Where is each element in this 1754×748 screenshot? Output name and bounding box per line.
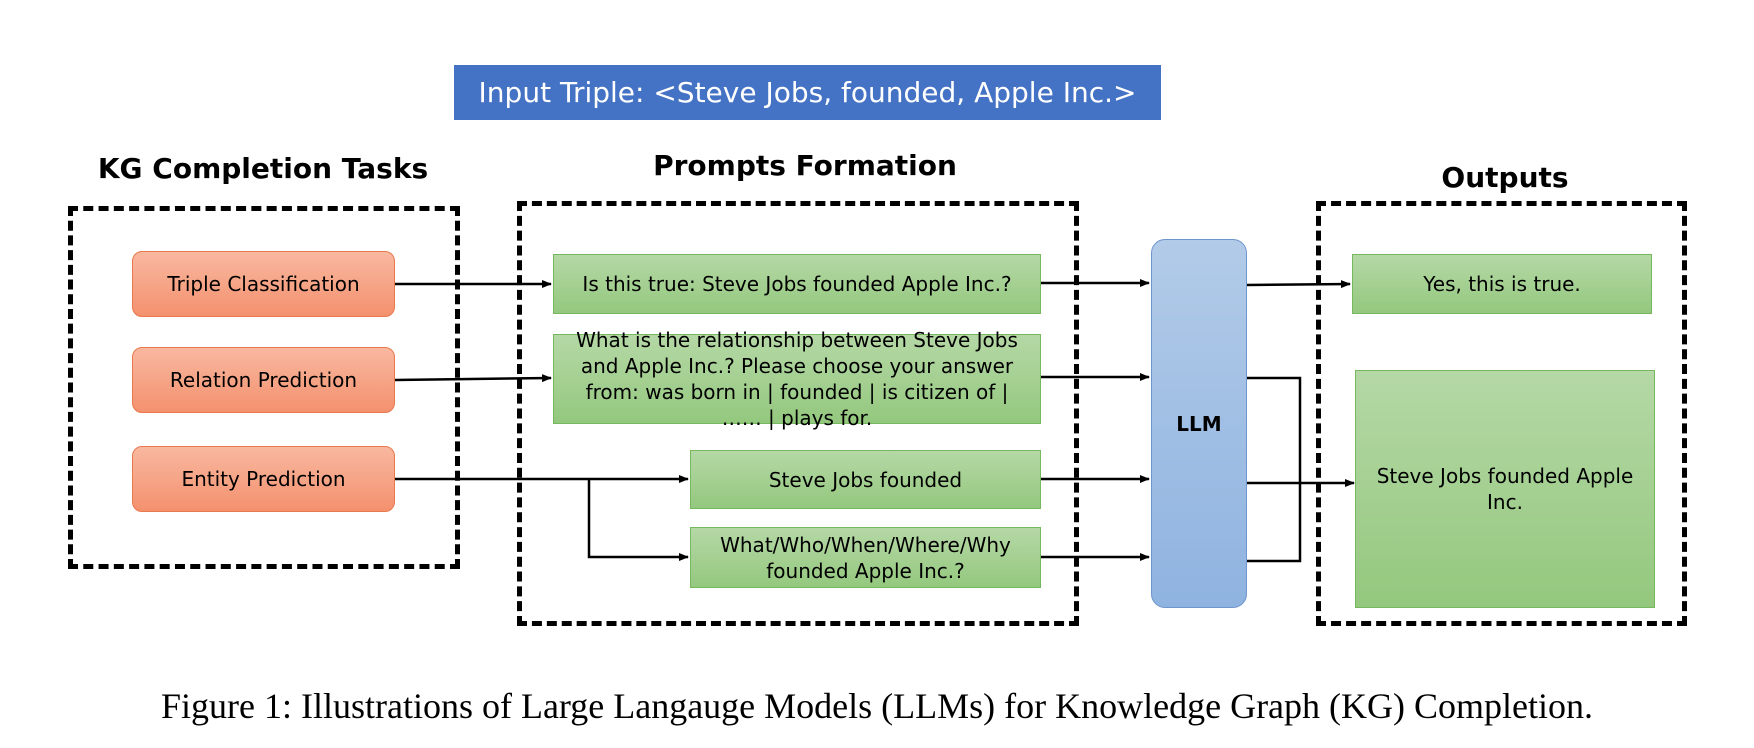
arrow-entity-branch — [587, 479, 689, 561]
prompt-text: What is the relationship between Steve J… — [576, 328, 1018, 430]
prompts-formation-title: Prompts Formation — [653, 149, 957, 182]
prompt-text: Is this true: Steve Jobs founded Apple I… — [582, 272, 1012, 296]
prompt-triple-classification: Is this true: Steve Jobs founded Apple I… — [553, 254, 1041, 314]
task-label: Relation Prediction — [169, 368, 358, 392]
arrow-relation-to-prompt — [394, 374, 552, 383]
arrow-llm-relation-line — [1247, 376, 1302, 483]
prompt-text: Steve Jobs founded — [768, 467, 963, 492]
output-text: Steve Jobs founded Apple Inc. — [1376, 464, 1634, 514]
llm-block: LLM — [1151, 239, 1247, 608]
task-entity-prediction: Entity Prediction — [132, 446, 395, 512]
arrow-llm-to-output1 — [1246, 280, 1351, 289]
prompt-entity-completion: Steve Jobs founded — [690, 450, 1041, 509]
outputs-group-box — [1316, 201, 1687, 626]
tasks-group-box — [68, 206, 460, 569]
input-triple-text: Input Triple: <Steve Jobs, founded, Appl… — [478, 76, 1137, 109]
input-triple-banner: Input Triple: <Steve Jobs, founded, Appl… — [454, 65, 1161, 120]
task-label: Entity Prediction — [181, 467, 346, 491]
outputs-title: Outputs — [1441, 161, 1569, 194]
arrow-llm-entity-line — [1247, 483, 1302, 563]
task-triple-classification: Triple Classification — [132, 251, 395, 317]
figure-caption: Figure 1: Illustrations of Large Langaug… — [160, 686, 1594, 726]
prompts-group-box — [517, 201, 1079, 626]
task-label: Triple Classification — [167, 272, 360, 296]
output-text: Yes, this is true. — [1423, 272, 1581, 296]
output-entity-relation: Steve Jobs founded Apple Inc. — [1355, 370, 1655, 608]
output-triple-classification: Yes, this is true. — [1352, 254, 1652, 314]
prompt-relation-prediction: What is the relationship between Steve J… — [553, 328, 1041, 430]
kg-tasks-title: KG Completion Tasks — [97, 152, 429, 185]
task-relation-prediction: Relation Prediction — [132, 347, 395, 413]
llm-label: LLM — [1176, 411, 1222, 436]
prompt-entity-question: What/Who/When/Where/Why founded Apple In… — [690, 527, 1041, 588]
prompt-text: What/Who/When/Where/Why founded Apple In… — [720, 532, 1011, 583]
